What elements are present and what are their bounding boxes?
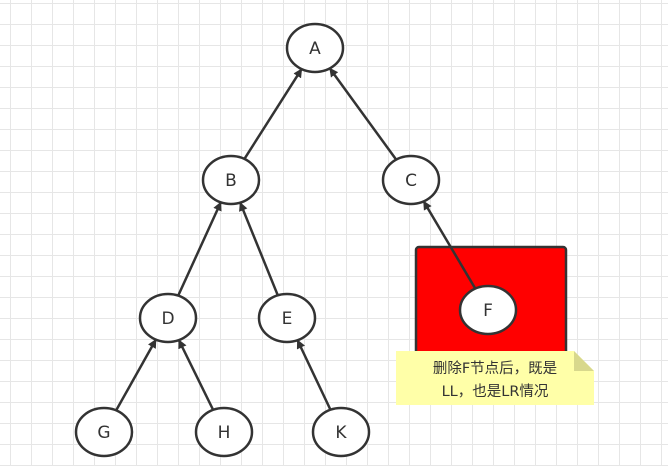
node-f[interactable]: F	[458, 284, 518, 336]
edge-k-e	[296, 339, 332, 411]
node-k[interactable]: K	[311, 406, 371, 458]
node-e[interactable]: E	[257, 292, 317, 344]
node-a-label: A	[309, 39, 321, 59]
edge-h-d	[177, 339, 215, 411]
edges-group	[115, 67, 477, 411]
edge-f-c	[422, 200, 477, 290]
edge-c-a	[328, 67, 398, 161]
node-h[interactable]: H	[194, 406, 254, 458]
node-b-label: B	[225, 171, 237, 191]
node-d[interactable]: D	[138, 292, 198, 344]
edge-e-b	[239, 201, 279, 296]
node-c[interactable]: C	[381, 154, 441, 206]
edge-g-d	[115, 338, 157, 411]
node-h-label: H	[218, 423, 231, 443]
node-d-label: D	[161, 309, 174, 329]
note-fold	[574, 351, 594, 371]
node-g-label: G	[97, 423, 110, 443]
node-b[interactable]: B	[201, 154, 261, 206]
node-g[interactable]: G	[74, 406, 134, 458]
node-c-label: C	[405, 171, 417, 191]
edge-b-a	[243, 68, 303, 160]
node-f-label: F	[483, 301, 493, 321]
note-shape	[396, 351, 594, 405]
node-a[interactable]: A	[285, 22, 345, 74]
note-callout[interactable]: 删除F节点后，既是 LL，也是LR情况	[396, 351, 594, 405]
note-line-2: LL，也是LR情况	[442, 383, 549, 400]
edge-d-b	[177, 201, 222, 297]
node-e-label: E	[282, 309, 293, 329]
note-line-1: 删除F节点后，既是	[433, 360, 557, 377]
node-k-label: K	[335, 423, 347, 443]
